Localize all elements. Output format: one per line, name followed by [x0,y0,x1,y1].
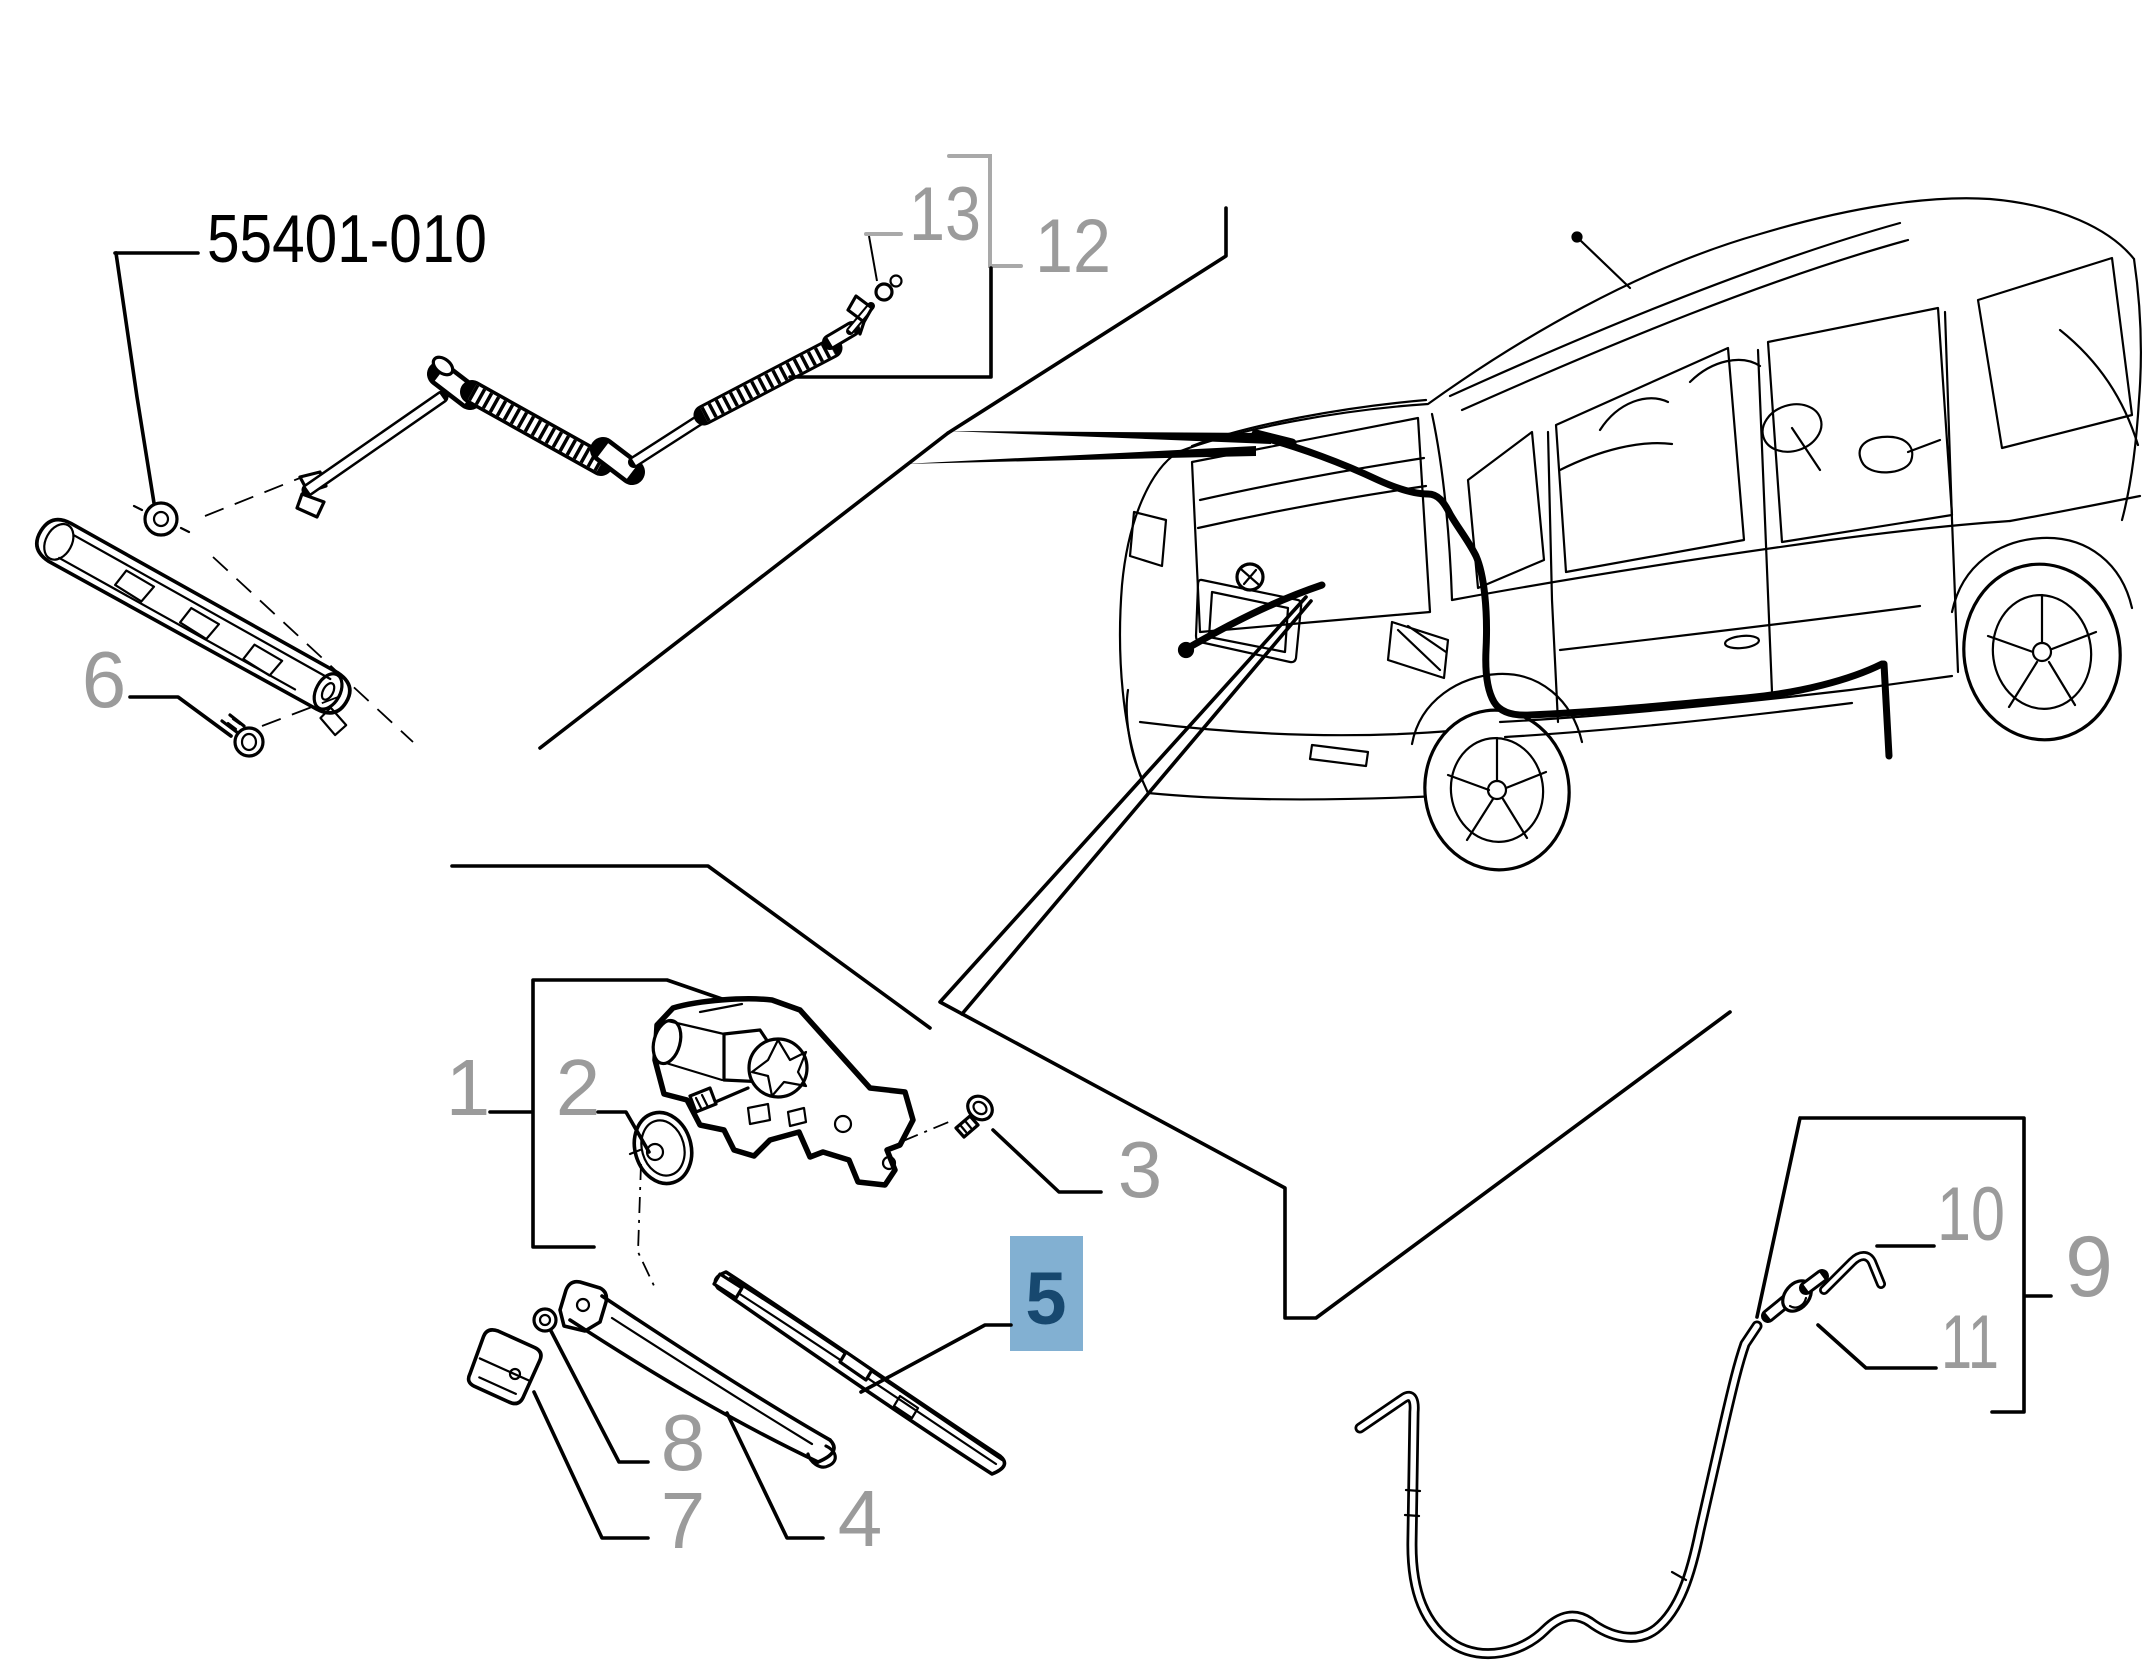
disc-centerline [637,1163,657,1291]
callout-8: 8 [661,1398,706,1487]
motor-area-bracket [450,864,932,1030]
callout-7-leader [532,1390,650,1540]
callout-6-group: 6 [82,635,347,758]
callout-1: 1 [446,1043,491,1132]
callout-10: 10 [1937,1172,2005,1257]
callout-6: 6 [82,635,127,724]
stop-lamp-drawing [35,477,414,743]
callout-9-bracket [1755,1116,2053,1414]
wiper-arm-drawing [558,1279,837,1469]
callout-13-bracket [947,154,1023,268]
callout-12-leader [946,206,1228,435]
mount-screw [954,1094,994,1139]
wiper-motor-drawing [651,996,916,1188]
callout-5-highlight-box[interactable] [1010,1236,1083,1351]
group-12-bracket [788,266,993,379]
callout-6-leader [128,695,233,738]
title-leader-line [114,251,156,505]
wedge-arrow-lower [903,446,1256,464]
alignment-dashes-top [204,477,301,517]
steering-wheel [1761,403,1823,453]
pivot-cap [466,1328,543,1406]
washer-hose-spring-drawing [295,274,903,519]
rear-hose-drawing [1354,1251,1886,1660]
check-valve [1761,1269,1829,1323]
lamp-screw [220,713,265,758]
callout-5[interactable]: 5 [1025,1257,1066,1340]
callout-11: 11 [1941,1300,1999,1385]
callout-4-leader [725,1411,825,1540]
callout-4: 4 [838,1474,883,1563]
screw-centerline [902,1120,952,1142]
callout-8-leader [549,1329,650,1464]
callout-3: 3 [1118,1125,1163,1214]
car-to-details-leader [938,595,1732,1320]
callout-7: 7 [661,1476,706,1565]
callout-3-leader [991,1128,1103,1194]
part-number-text: 55401-010 [207,201,487,277]
hose-connector-part13 [846,274,903,336]
callout-12: 12 [1035,204,1111,289]
callout-13-pointer [868,235,878,282]
part-number-title: 55401-010 [113,201,487,505]
callout-5-group: 5 [859,1236,1083,1394]
car-illustration [1118,197,2142,872]
car-leader-twin [960,599,1313,1016]
callout-1-bracket [488,978,724,1249]
washer-hose-route [1268,436,1886,719]
pivot-nut [532,1307,558,1333]
wedge-arrow-upper [948,431,1271,444]
roof-antenna [1578,238,1632,290]
callout-13: 13 [909,172,981,257]
side-mirror [1858,435,1914,474]
pivot-seal-disc [628,1110,694,1186]
callout-11-leader [1816,1323,1938,1370]
alignment-dashes-bottom [212,556,414,743]
callout-9: 9 [2065,1219,2113,1315]
rear-wiper-on-glass [1184,581,1326,652]
screw-alignment-dashes [261,693,347,727]
rear-wheel [1423,708,1571,872]
wedge-tail-line [538,431,950,750]
lamp-stud [132,501,191,537]
callout-2: 2 [556,1043,601,1132]
callout-12-group: 12 [538,204,1271,750]
callout-13-group: 13 [864,154,1023,282]
wiper-blade-drawing [712,1270,1007,1476]
front-wheel [1962,562,2122,742]
callout-5-leader [859,1323,1013,1394]
callout-2-leader [596,1110,651,1154]
